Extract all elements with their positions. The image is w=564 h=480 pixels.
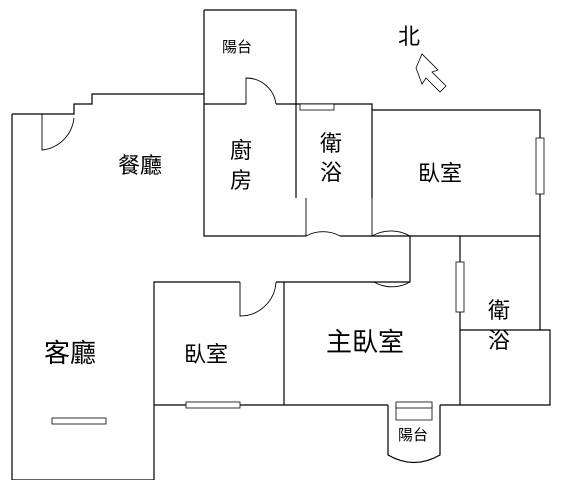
room-bath-line1: 衛 xyxy=(320,132,342,157)
door-entry xyxy=(41,114,75,151)
room-bedroom-s: 臥室 xyxy=(184,343,228,368)
room-bath-line2: 浴 xyxy=(320,161,342,186)
window-bath-east xyxy=(455,261,465,313)
room-kitchen-line2: 房 xyxy=(230,169,252,194)
north-label: 北 xyxy=(398,25,420,50)
door-kitchen-balcony xyxy=(245,77,277,105)
room-master-bedroom: 主臥室 xyxy=(326,328,404,358)
room-balcony-top: 陽台 xyxy=(222,38,252,56)
door-bedroom-s xyxy=(239,281,277,317)
room-kitchen-line1: 廚 xyxy=(230,139,252,164)
windows xyxy=(51,103,545,425)
window-living xyxy=(51,417,107,425)
room-dining: 餐廳 xyxy=(118,154,162,179)
room-bedroom-ne: 臥室 xyxy=(418,162,462,187)
north-compass: 北 xyxy=(398,25,447,93)
room-labels: 陽台 餐廳 廚 房 衛 浴 臥室 衛 浴 客廳 臥室 主臥室 陽台 xyxy=(44,38,510,444)
north-arrow-icon xyxy=(415,53,447,93)
door-bedroom-ne xyxy=(371,198,411,237)
room-balcony-bottom: 陽台 xyxy=(398,426,428,444)
window-master xyxy=(395,401,433,409)
door-bath xyxy=(305,198,341,237)
room-bath-east-line2: 浴 xyxy=(488,329,510,354)
interior-walls xyxy=(203,103,540,464)
doors xyxy=(41,77,411,317)
window-bedroom xyxy=(185,401,241,409)
outer-walls xyxy=(11,9,551,480)
window-north xyxy=(299,103,335,111)
room-bath-east-line1: 衛 xyxy=(488,299,510,324)
door-master xyxy=(373,246,411,288)
window-east xyxy=(535,137,545,195)
room-living: 客廳 xyxy=(44,339,96,369)
